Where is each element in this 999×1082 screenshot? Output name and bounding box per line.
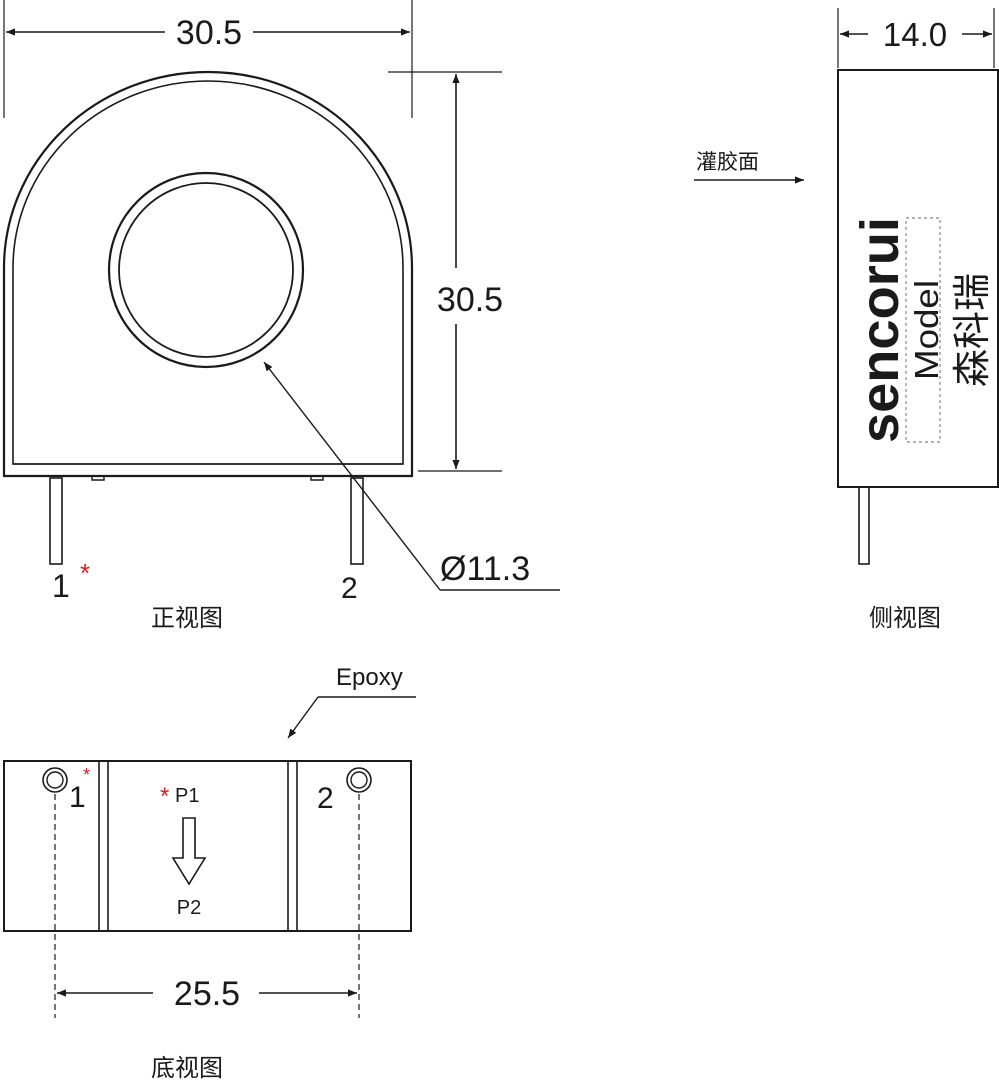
label-area — [905, 217, 941, 443]
model-text: Model — [908, 280, 945, 380]
front-view-caption: 正视图 — [151, 604, 223, 632]
front-pin-2-label: 2 — [341, 572, 358, 605]
front-pin-1 — [49, 477, 63, 565]
bottom-pin-1-label: 1 — [69, 781, 86, 814]
center-hole-inner — [118, 182, 294, 358]
bottom-pin-2-hole — [346, 767, 372, 793]
front-body-inner — [12, 80, 404, 465]
front-height-dim: 30.5 — [437, 281, 503, 319]
p2-label: P2 — [177, 897, 201, 919]
epoxy-label: Epoxy — [336, 664, 403, 691]
side-pin — [858, 486, 870, 565]
potting-face-label: 灌胶面 — [696, 150, 759, 174]
bottom-pin-2-label: 2 — [317, 782, 334, 815]
current-direction-arrow — [171, 817, 207, 886]
front-width-dim: 30.5 — [176, 14, 242, 52]
center-hole-outer — [107, 171, 305, 369]
bottom-pin-1-mark: * — [83, 765, 90, 785]
side-label-group: sencorui — [850, 217, 910, 443]
side-width-dim: 14.0 — [883, 16, 947, 53]
side-body — [837, 69, 999, 488]
bottom-view — [3, 696, 416, 1018]
bottom-pitch-dim: 25.5 — [174, 975, 240, 1013]
p1-label: P1 — [175, 785, 199, 807]
bottom-view-caption: 底视图 — [151, 1054, 223, 1082]
side-view-caption: 侧视图 — [869, 604, 941, 632]
front-pin-2 — [350, 477, 364, 565]
bottom-body — [3, 760, 412, 932]
front-body-outer — [2, 70, 414, 478]
brand-logo-text: sencorui — [850, 217, 910, 443]
front-view — [2, 0, 560, 591]
p1-mark: * — [160, 783, 169, 810]
bottom-pin-1-hole — [42, 767, 68, 793]
side-view — [694, 8, 999, 565]
front-pin-1-mark: * — [80, 558, 90, 588]
brand-cn-text: 森科瑞 — [950, 273, 994, 387]
front-hole-dim: Ø11.3 — [440, 550, 530, 588]
front-pin-1-label: 1 — [52, 568, 70, 604]
